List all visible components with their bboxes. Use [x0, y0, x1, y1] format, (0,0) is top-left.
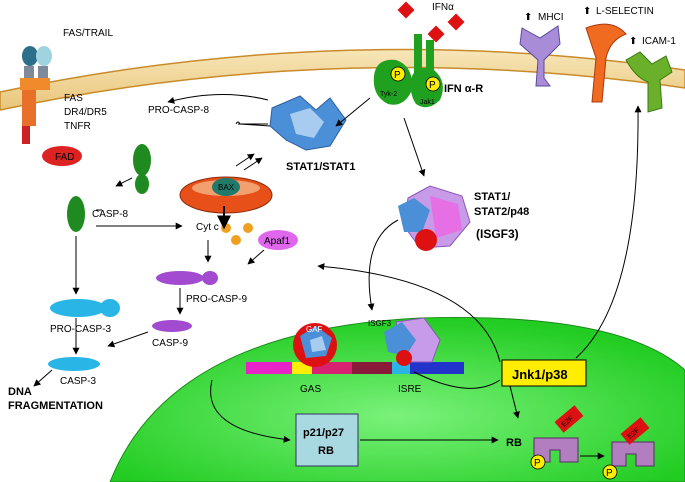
jak1-label: Jak1 — [420, 99, 435, 106]
stat1-stat1-dimer — [269, 95, 347, 151]
mhci-arrow-up: ⬆ — [524, 12, 532, 23]
p21-p27-label: p21/p27 — [303, 427, 344, 439]
casp3-shape — [48, 357, 100, 371]
isgf3-small-complex — [384, 317, 441, 366]
jnk1-p38-box — [501, 359, 587, 387]
gas-label: GAS — [300, 384, 321, 395]
p21-rb-label: RB — [318, 445, 334, 457]
pro-casp8-label: PRO-CASP-8 — [148, 105, 210, 116]
phospho-rb-1-label: P — [534, 458, 541, 469]
gaf-complex — [293, 323, 337, 367]
dna-label: DNA — [8, 386, 32, 398]
rb-protein-2 — [611, 441, 655, 467]
cyt-c-label: Cyt c — [196, 222, 219, 233]
phospho-rb-2 — [602, 464, 618, 480]
bax-protein — [212, 178, 240, 196]
icam1-arrow-up: ⬆ — [629, 36, 637, 47]
stat1-stat2-label-2: STAT2/p48 — [474, 206, 529, 218]
isgf3-complex — [398, 185, 471, 251]
dna-fragmentation-label: FRAGMENTATION — [8, 400, 103, 412]
ifn-receptor-label: IFN α-R — [444, 83, 483, 95]
pro-casp9-shape — [156, 271, 204, 285]
dr4-dr5-label: DR4/DR5 — [64, 107, 107, 118]
phospho-rb-1 — [530, 454, 546, 470]
p21-p27-box — [295, 413, 359, 467]
stat1-stat1-label: STAT1/STAT1 — [286, 161, 355, 173]
pathway-arrows — [33, 93, 642, 460]
isre-label: ISRE — [398, 384, 422, 395]
pro-casp3-shape-b — [100, 299, 120, 317]
tyk2-label: Tyk-2 — [380, 91, 397, 98]
gaf-label: GAF — [306, 325, 323, 334]
l-selectin-label: L-SELECTIN — [596, 6, 654, 17]
cytochrome-c-dot — [221, 223, 231, 233]
ifn-alpha-ligand — [397, 1, 465, 43]
dna-strand — [246, 362, 464, 374]
mhci-label: MHCI — [538, 12, 564, 23]
casp9-label: CASP-9 — [152, 338, 189, 349]
fas-label: FAS — [64, 93, 83, 104]
icam1-molecule — [625, 51, 673, 113]
pro-casp9-shape-b — [202, 271, 218, 285]
casp9-shape — [152, 320, 192, 332]
tnfr-label: TNFR — [64, 121, 91, 132]
cytochrome-c-dot — [243, 223, 253, 233]
pro-casp3-label: PRO-CASP-3 — [50, 324, 112, 335]
isgf3-small-label: ISGF3 — [368, 319, 392, 328]
stat1-stat2-label-1: STAT1/ — [474, 191, 510, 203]
isgf3-label: (ISGF3) — [476, 227, 519, 241]
e2f-factor-1 — [554, 405, 584, 433]
bax-label: BAX — [218, 183, 235, 192]
cytochrome-c-dot — [231, 235, 241, 245]
phospho-tyk2 — [390, 66, 406, 82]
pro-casp9-label: PRO-CASP-9 — [186, 294, 248, 305]
rb-label: RB — [506, 437, 522, 449]
fad-label: FAD — [55, 152, 74, 163]
phospho-jak1-label: P — [429, 80, 436, 91]
mhci-molecule — [519, 25, 561, 87]
ifn-alpha-label: IFNα — [432, 2, 454, 13]
fas-trail-receptor — [20, 46, 52, 144]
l-selectin-molecule — [585, 23, 627, 103]
cell-membrane — [0, 48, 685, 111]
casp8-label: CASP-8 — [92, 209, 129, 220]
pro-casp8-shape — [133, 144, 151, 194]
fad-adaptor — [42, 146, 82, 166]
phospho-tyk2-label: P — [394, 70, 401, 81]
fas-trail-label: FAS/TRAIL — [63, 28, 113, 39]
casp8-shape — [67, 196, 85, 232]
casp3-label: CASP-3 — [60, 376, 97, 387]
e2f-factor-2 — [620, 417, 650, 445]
icam1-label: ICAM-1 — [642, 36, 676, 47]
jnk1-p38-label: Jnk1/p38 — [512, 367, 568, 382]
phospho-jak1 — [425, 76, 441, 92]
phospho-rb-2-label: P — [606, 468, 613, 479]
pro-casp3-shape — [50, 299, 106, 317]
apaf1 — [258, 230, 298, 250]
apaf1-label: Apaf1 — [264, 236, 291, 247]
l-selectin-arrow-up: ⬆ — [583, 6, 591, 17]
